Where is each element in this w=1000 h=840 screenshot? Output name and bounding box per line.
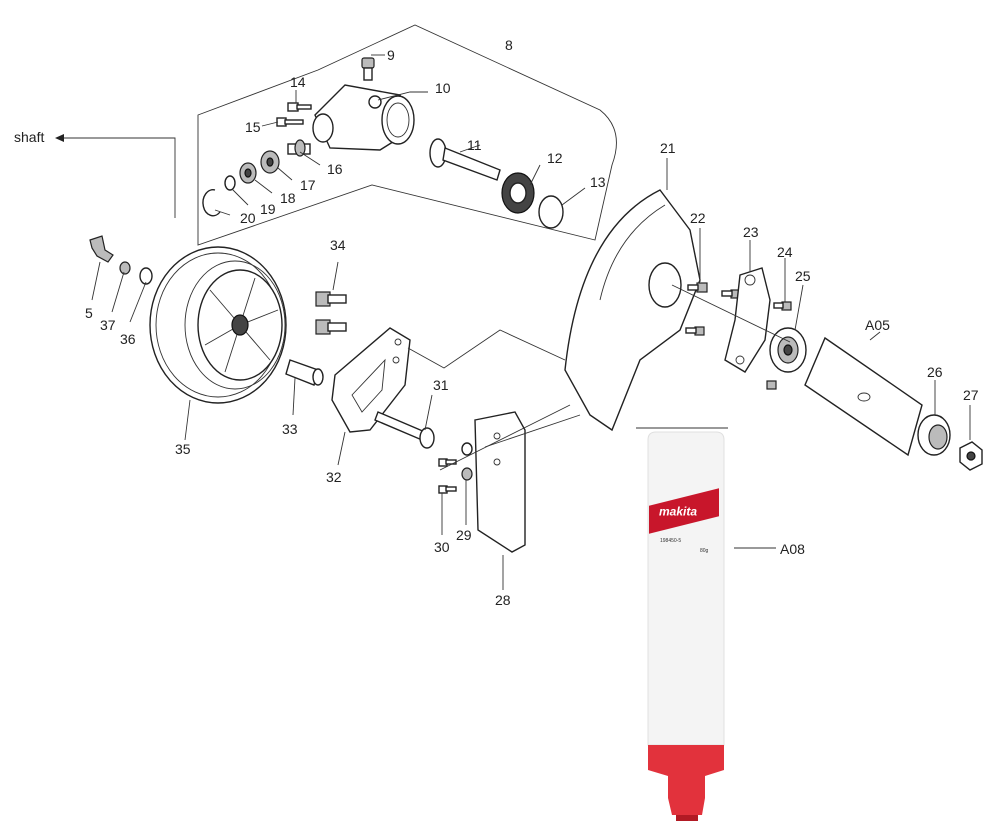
callout-11: 11 <box>467 137 482 153</box>
bolt-24 <box>773 301 792 311</box>
callout-31: 31 <box>433 377 449 393</box>
callout-28: 28 <box>495 592 511 608</box>
leader-lines <box>91 54 971 590</box>
inner-flange-25 <box>769 327 807 373</box>
callout-29: 29 <box>456 527 472 543</box>
bracket-32 <box>331 327 411 433</box>
callout-36: 36 <box>120 331 136 347</box>
callout-27: 27 <box>963 387 979 403</box>
wheel-35 <box>149 246 287 404</box>
tube-weight: 80g <box>700 548 709 554</box>
callout-15: 15 <box>245 119 261 135</box>
circlip-20 <box>202 189 221 217</box>
washer-36 <box>139 267 153 285</box>
callout-25: 25 <box>795 268 811 284</box>
washer-29 <box>461 442 473 481</box>
callout-12: 12 <box>547 150 563 166</box>
assembly-8-outline <box>197 24 617 246</box>
bolt-22c <box>685 326 705 336</box>
grease-tube-A08 <box>636 427 728 821</box>
blade-A05 <box>804 336 923 457</box>
cover-plate-23 <box>724 267 771 373</box>
callout-20: 20 <box>240 210 256 226</box>
outer-flange-26 <box>917 414 951 456</box>
washer-37 <box>119 261 131 275</box>
callout-22: 22 <box>690 210 706 226</box>
bolt-24b <box>766 380 777 390</box>
bolt-31 <box>374 411 435 449</box>
callout-13: 13 <box>590 174 606 190</box>
shaft-arrow <box>55 134 176 218</box>
bolt-14 <box>287 102 312 112</box>
callout-19: 19 <box>260 201 276 217</box>
callout-21: 21 <box>660 140 676 156</box>
bolt-22 <box>687 282 708 293</box>
blade-guard-21 <box>564 189 701 432</box>
callout-30: 30 <box>434 539 450 555</box>
bearing-17 <box>260 150 280 174</box>
callout-9: 9 <box>387 47 395 63</box>
callout-8: 8 <box>505 37 513 53</box>
nut-27 <box>959 441 983 471</box>
screw-30 <box>438 458 457 494</box>
callout-33: 33 <box>282 421 298 437</box>
callout-37: 37 <box>100 317 116 333</box>
bearing-18 <box>239 162 257 184</box>
callout-10: 10 <box>435 80 451 96</box>
callout-35: 35 <box>175 441 191 457</box>
callout-14: 14 <box>290 74 306 90</box>
bolt-34 <box>315 291 347 335</box>
wing-nut-5 <box>89 235 114 263</box>
callout-5: 5 <box>85 305 93 321</box>
tube-code: 198450-5 <box>660 538 682 544</box>
callout-16: 16 <box>327 161 343 177</box>
gear-housing-10 <box>312 84 415 151</box>
callout-26: 26 <box>927 364 943 380</box>
spindle-11 <box>429 138 501 181</box>
callout-32: 32 <box>326 469 342 485</box>
guard-plate-28 <box>474 411 526 553</box>
bolt-15 <box>276 117 304 127</box>
bearing-12 <box>501 172 535 214</box>
callout-A08: A08 <box>780 541 805 557</box>
callout-24: 24 <box>777 244 793 260</box>
callout-23: 23 <box>743 224 759 240</box>
washer-19 <box>224 175 236 191</box>
callout-18: 18 <box>280 190 296 206</box>
callout-A05: A05 <box>865 317 890 333</box>
callout-34: 34 <box>330 237 346 253</box>
circlip-13 <box>538 195 564 229</box>
callout-shaft: shaft <box>14 129 44 145</box>
pinion-16 <box>287 139 311 157</box>
callout-17: 17 <box>300 177 316 193</box>
axle-33 <box>285 359 324 386</box>
plug-bolt-9 <box>361 57 375 81</box>
brand-text: makita <box>659 504 698 519</box>
